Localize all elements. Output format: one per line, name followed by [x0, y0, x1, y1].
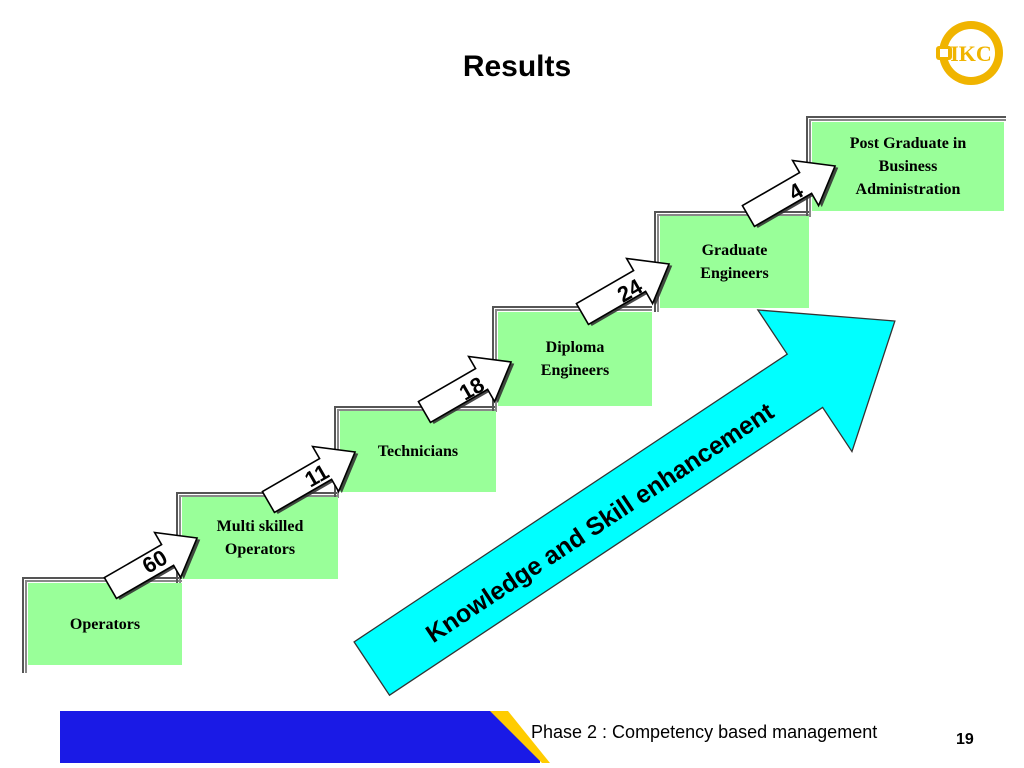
step-label: Technicians — [377, 443, 459, 460]
step-arrow-60 — [103, 531, 201, 600]
footer-text: Phase 2 : Competency based management — [531, 722, 878, 742]
step-diploma-engineers: Diploma Engineers — [498, 312, 652, 406]
step-multi-skilled-operators: Multi skilled Operators — [182, 497, 338, 579]
step-label: Post Graduate in Business Administration — [849, 135, 967, 198]
step-arrow-18 — [417, 355, 515, 424]
step-label: Multi skilled Operators — [216, 518, 304, 558]
step-label: Graduate Engineers — [700, 242, 769, 282]
step-technicians: Technicians — [340, 411, 496, 492]
knowledge-skill-arrow — [353, 309, 896, 697]
step-label: Diploma Engineers — [540, 339, 610, 379]
page-number: 19 — [956, 731, 974, 748]
svg-text:IKC: IKC — [950, 41, 992, 66]
step-operators: Operators — [28, 583, 182, 665]
step-post-graduate-business-administration: Post Graduate in Business Administration — [812, 122, 1004, 211]
step-graduate-engineers: Graduate Engineers — [660, 216, 809, 308]
step-arrow-11 — [261, 445, 359, 514]
step-label: Operators — [69, 615, 141, 633]
step-arrow-4 — [741, 159, 839, 228]
step-arrow-24 — [575, 257, 673, 326]
footer-white-band — [508, 711, 984, 763]
ikc-logo-icon: IKC — [936, 21, 1003, 85]
slide-title: Results — [462, 50, 572, 83]
footer-blue-band — [60, 711, 540, 763]
